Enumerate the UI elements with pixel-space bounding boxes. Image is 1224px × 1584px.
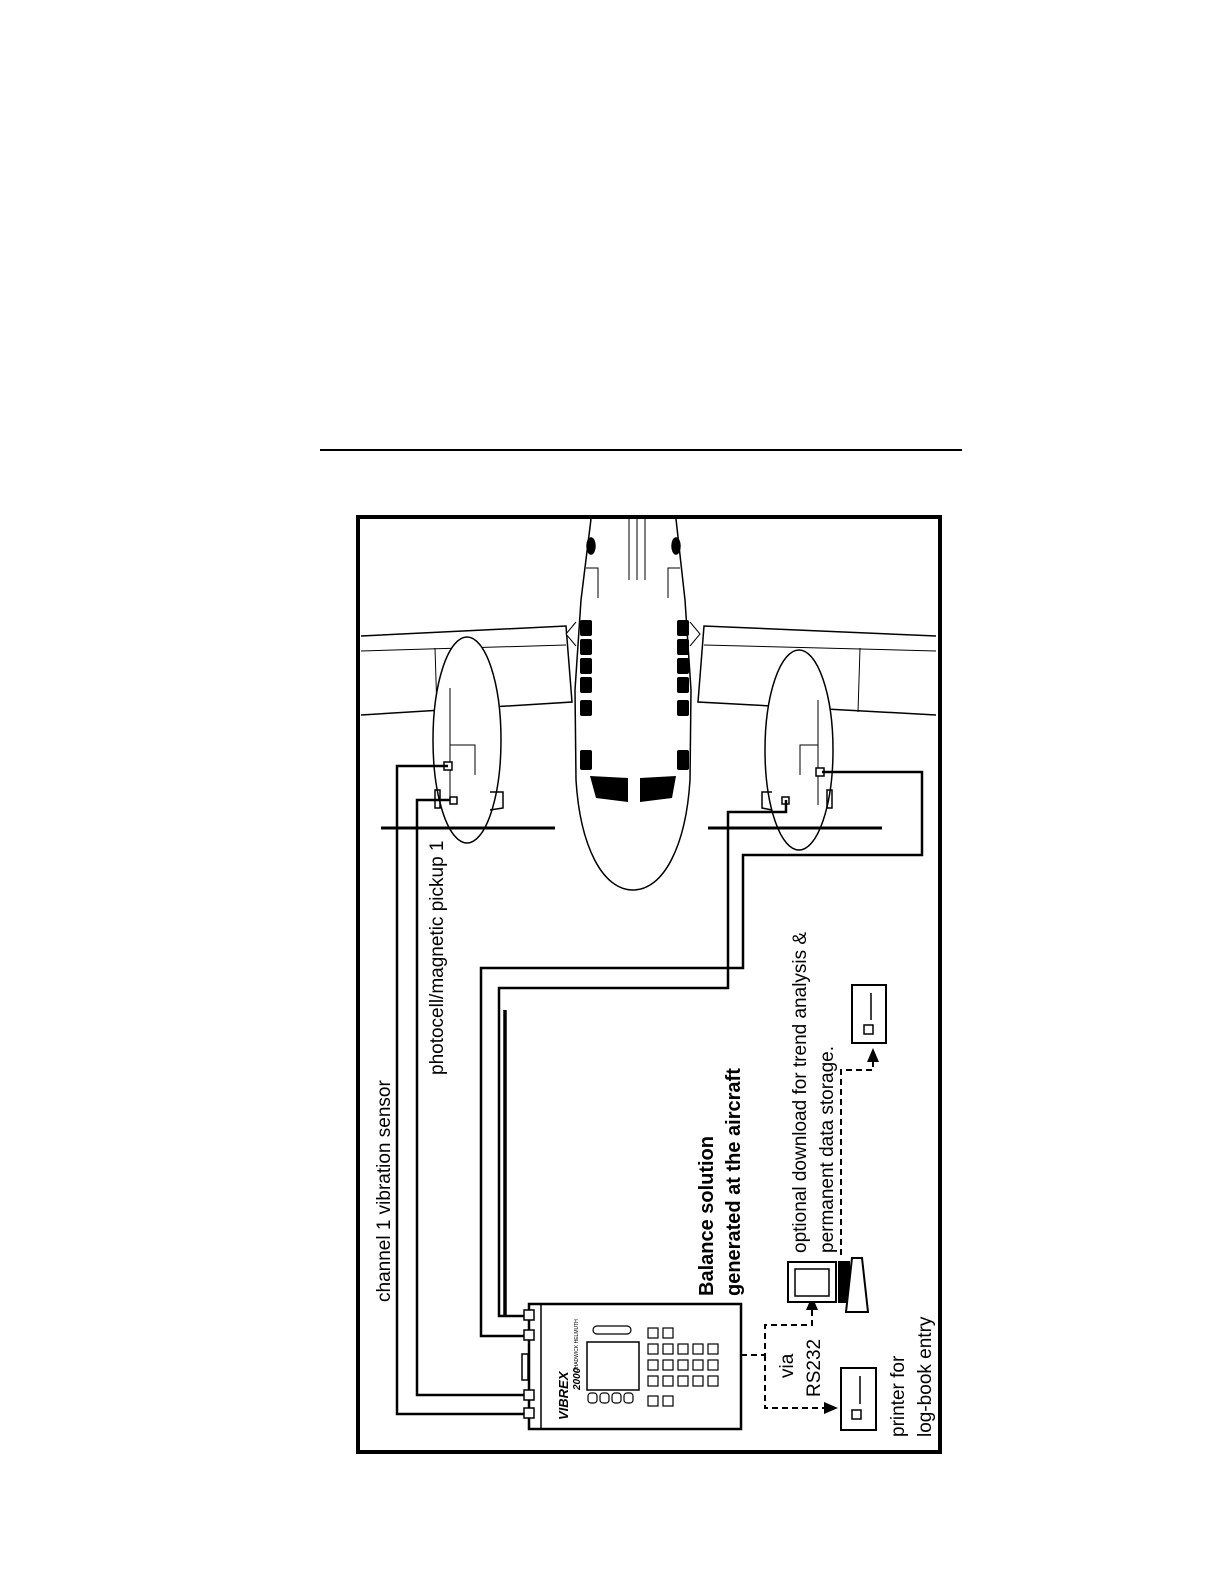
log-book-entry-label: log-book entry: [915, 1316, 936, 1437]
printer-icon: [841, 1368, 876, 1430]
left-engine: [433, 637, 503, 843]
storage-printer-icon: [852, 985, 886, 1043]
balance-solution-label: Balance solution: [696, 1136, 718, 1296]
generated-at-aircraft-label: generated at the aircraft: [723, 1068, 745, 1296]
computer-icon: [788, 1258, 868, 1312]
analyzer-display: [587, 1342, 639, 1390]
printer-for-label: printer for: [888, 1355, 909, 1437]
via-label: via: [777, 1353, 798, 1378]
right-engine: [762, 650, 833, 850]
download-link: [841, 1060, 873, 1255]
analyzer-icon: VIBREX 2000 CHADWICK HELMUTH: [522, 1304, 741, 1429]
fuselage: [575, 519, 691, 890]
rs232-link-computer: [741, 1308, 812, 1355]
photocell-label: photocell/magnetic pickup 1: [427, 841, 448, 1075]
optional-download-label: optional download for trend analysis &: [790, 932, 811, 1253]
vibration-sensor-label: channel 1 vibration sensor: [374, 1080, 395, 1302]
device-maker: CHADWICK HELMUTH: [574, 1319, 580, 1372]
permanent-storage-label: permanent data storage.: [817, 1046, 838, 1253]
rs232-label: RS232: [804, 1339, 825, 1397]
device-brand: VIBREX: [556, 1370, 571, 1420]
